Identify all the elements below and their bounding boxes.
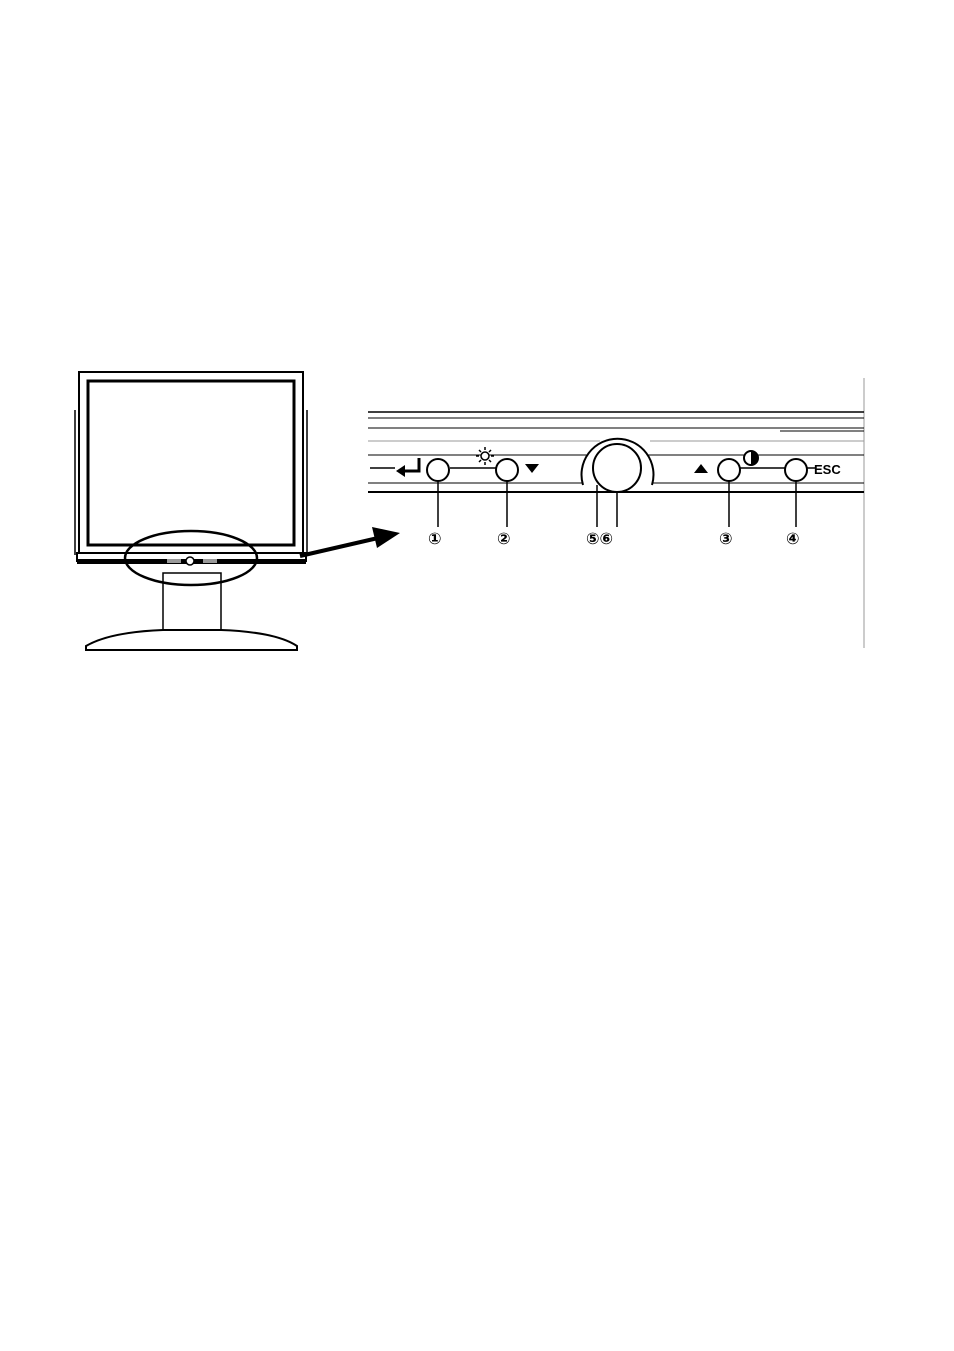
monitor-power-button xyxy=(186,557,194,565)
button-2 xyxy=(496,459,518,481)
enter-arrow-icon xyxy=(396,458,419,477)
brightness-sun-icon xyxy=(476,447,494,465)
button-1 xyxy=(427,459,449,481)
esc-label: ESC xyxy=(814,462,841,477)
callout-4: ④ xyxy=(786,529,800,548)
callout-3: ③ xyxy=(719,529,733,548)
button-3 xyxy=(718,459,740,481)
contrast-icon xyxy=(744,451,758,465)
control-panel-closeup: ESC ① ② ⑤⑥ ③ ④ xyxy=(368,378,864,648)
up-triangle-icon xyxy=(694,464,708,473)
button-4 xyxy=(785,459,807,481)
zoom-arrow xyxy=(300,527,400,556)
monitor-front-view xyxy=(75,372,307,650)
callout-5-6: ⑤⑥ xyxy=(586,529,613,548)
down-triangle-icon xyxy=(525,464,539,473)
callout-2: ② xyxy=(497,529,511,548)
callout-1: ① xyxy=(428,529,442,548)
power-button xyxy=(593,444,641,492)
monitor-stand-base xyxy=(86,630,297,650)
monitor-screen xyxy=(88,381,294,545)
